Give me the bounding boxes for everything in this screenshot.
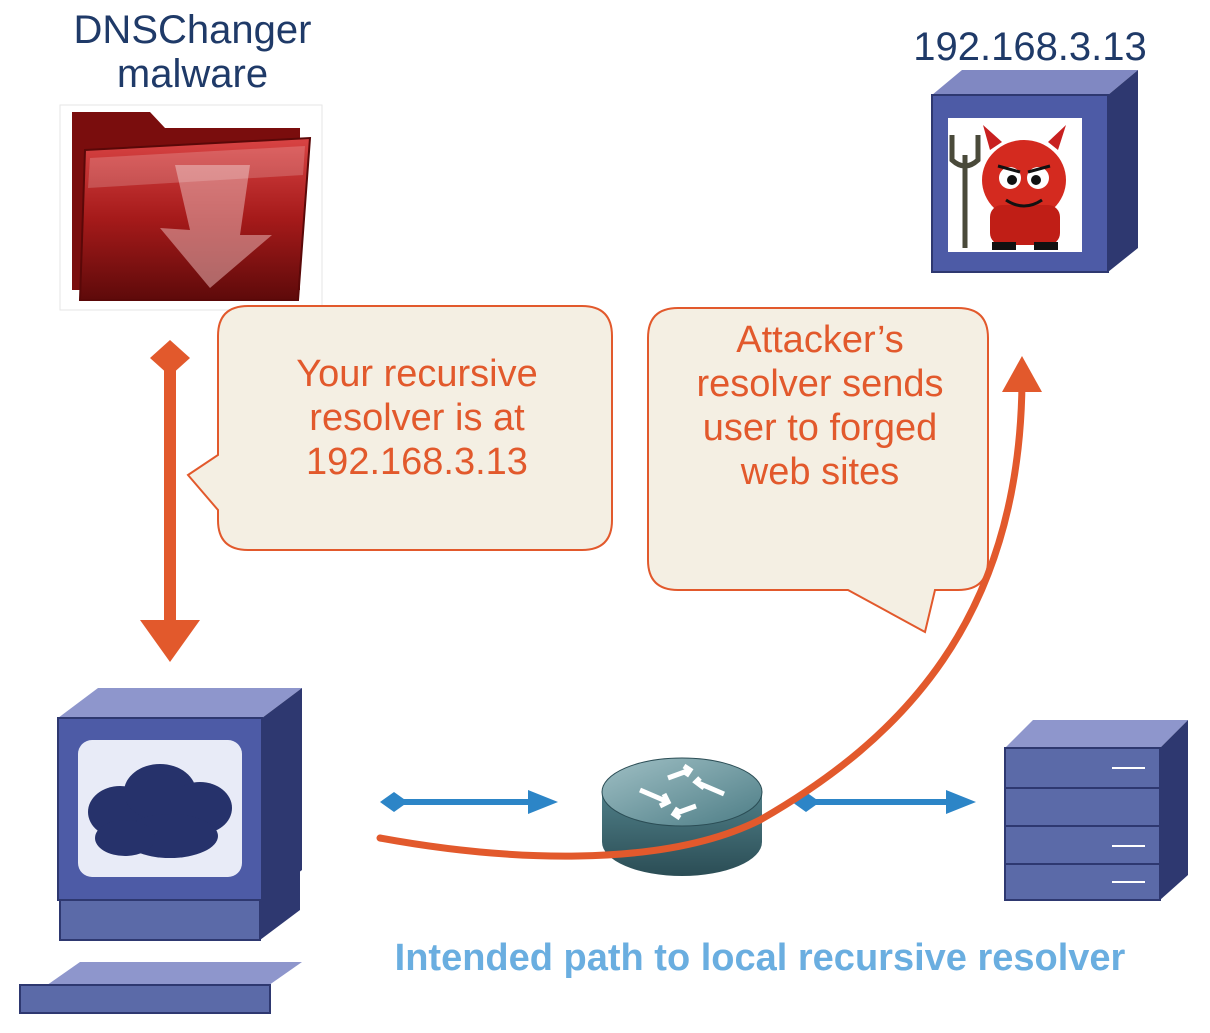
intended-path-caption: Intended path to local recursive resolve…: [394, 937, 1126, 979]
malware-folder-icon: [59, 104, 323, 311]
malware-to-computer-arrow: [140, 340, 200, 662]
malware-label: DNSChanger malware: [73, 8, 312, 96]
cloud-icon: [88, 764, 232, 858]
attacker-ip-label: 192.168.3.13: [913, 25, 1147, 69]
computer-router-arrow: [380, 790, 558, 814]
attack-path-arrow: [376, 356, 1042, 860]
local-resolver-server-icon: [1004, 720, 1188, 901]
attacker-callout: [647, 307, 989, 634]
malware-callout: [186, 305, 613, 551]
attacker-callout-text: Attacker’s resolver sends user to forged…: [696, 319, 944, 493]
router-server-arrow: [792, 790, 976, 814]
malware-callout-text: Your recursive resolver is at 192.168.3.…: [296, 353, 538, 483]
router-icon: [601, 757, 763, 876]
devil-icon: [949, 125, 1066, 250]
